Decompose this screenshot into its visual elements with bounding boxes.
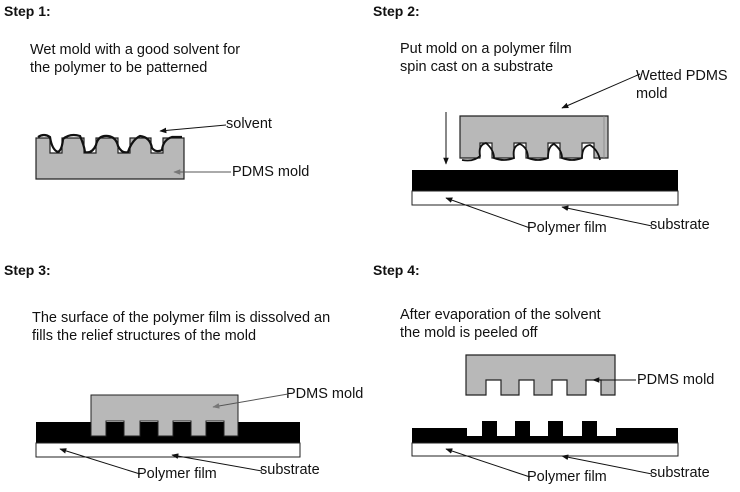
step-3-title: Step 3: (4, 262, 51, 278)
step-1-mold-label: PDMS mold (232, 164, 310, 180)
step-3-mold-arrow (212, 393, 289, 409)
step-2-description: Put mold on a polymer film spin cast on … (400, 41, 572, 75)
step-2-film-arrow (445, 197, 531, 229)
step-3-mold-label: PDMS mold (286, 386, 364, 402)
step-2-mold-label: Wetted PDMS mold (636, 68, 728, 102)
step-2-solvent-layer (461, 142, 601, 162)
step-4-substrate-label: substrate (650, 465, 710, 481)
step-2-title: Step 2: (373, 3, 420, 19)
step-1-diagram (35, 124, 231, 180)
step-2-diagram (411, 73, 679, 229)
step-4-polymer-film (412, 421, 678, 443)
step-4-description: After evaporation of the solvent the mol… (400, 307, 601, 341)
step-3-film-label: Polymer film (137, 466, 217, 482)
step-1-pdms-mold (35, 137, 185, 180)
step-2-mold-arrow (561, 73, 641, 109)
step-1-solvent-arrow (159, 124, 227, 134)
step-1-title: Step 1: (4, 3, 51, 19)
step-2-substrate-label: substrate (650, 217, 710, 233)
step-4-film-arrow (445, 448, 531, 478)
step-1-solvent-label: solvent (226, 116, 272, 132)
step-1-description: Wet mold with a good solvent for the pol… (30, 42, 241, 76)
step-4-diagram (411, 354, 679, 478)
step-4-substrate (411, 442, 679, 457)
step-2-pdms-mold (459, 115, 609, 159)
step-2-film-label: Polymer film (527, 220, 607, 236)
step-3-substrate (35, 442, 301, 458)
step-4-substrate-arrow (561, 454, 653, 475)
step-4-mold-label: PDMS mold (637, 372, 715, 388)
step-4-film-label: Polymer film (527, 469, 607, 485)
step-4-pdms-mold (465, 354, 616, 396)
step-1-solvent-layer (37, 133, 182, 154)
step-3-film-arrow (59, 448, 141, 475)
step-2-polymer-film (412, 170, 678, 191)
step-4-title: Step 4: (373, 262, 420, 278)
step-3-description: The surface of the polymer film is disso… (32, 310, 331, 344)
step-2-substrate (411, 190, 679, 206)
step-3-substrate-label: substrate (260, 462, 320, 478)
step-3-diagram (35, 393, 301, 475)
step-3-pdms-mold (90, 394, 239, 437)
step-2-substrate-arrow (561, 205, 653, 227)
step-3-substrate-arrow (171, 453, 263, 472)
